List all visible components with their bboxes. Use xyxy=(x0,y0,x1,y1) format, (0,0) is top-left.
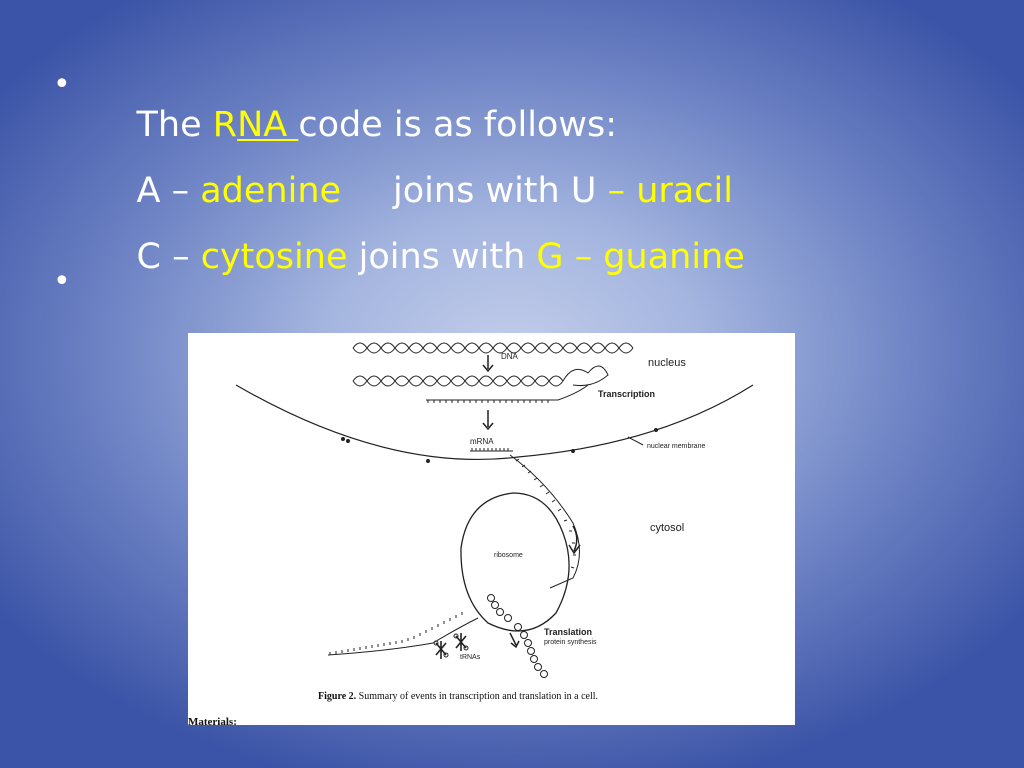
label-nuclear-membrane: nuclear membrane xyxy=(647,443,705,450)
arrow-down-1 xyxy=(483,355,493,371)
label-mrna: mRNA xyxy=(470,437,494,446)
label-nucleus: nucleus xyxy=(648,357,686,369)
label-dna: DNA xyxy=(501,352,519,361)
word-cytosine: cytosine xyxy=(201,237,348,277)
word-guanine: G – guanine xyxy=(536,237,744,277)
label-translation: Translation xyxy=(544,627,592,637)
bullet-marker: • xyxy=(53,65,71,105)
label-trnas: tRNAs xyxy=(460,654,481,661)
transcript-strand xyxy=(426,385,588,400)
ribosome-shape xyxy=(461,493,569,631)
materials-heading: Materials: xyxy=(188,716,237,725)
figure-caption: Figure 2. Summary of events in transcrip… xyxy=(318,691,598,702)
label-transcription: Transcription xyxy=(598,389,655,399)
line-cytosine-guanine: C – cytosine joins with G – guanine xyxy=(92,197,745,317)
caption-bold: Figure 2. xyxy=(318,691,357,702)
figure-drawing: DNA nucleus Transcription mRNA nuclear m… xyxy=(188,333,795,725)
label-ribosome: ribosome xyxy=(494,552,523,559)
caption-text: Summary of events in transcription and t… xyxy=(356,691,598,702)
trna-glyph-1 xyxy=(434,641,448,659)
arrow-down-2 xyxy=(483,410,493,429)
transcription-translation-figure: DNA nucleus Transcription mRNA nuclear m… xyxy=(188,333,795,725)
trna-glyph-2 xyxy=(454,633,468,651)
letter-c: C – xyxy=(137,237,201,277)
polypeptide-chain xyxy=(488,595,548,678)
label-cytosol: cytosol xyxy=(650,522,684,534)
label-protein-synthesis: protein synthesis xyxy=(544,639,597,646)
joins-with: joins with xyxy=(348,237,537,277)
bullet-marker-empty: • xyxy=(53,262,71,302)
